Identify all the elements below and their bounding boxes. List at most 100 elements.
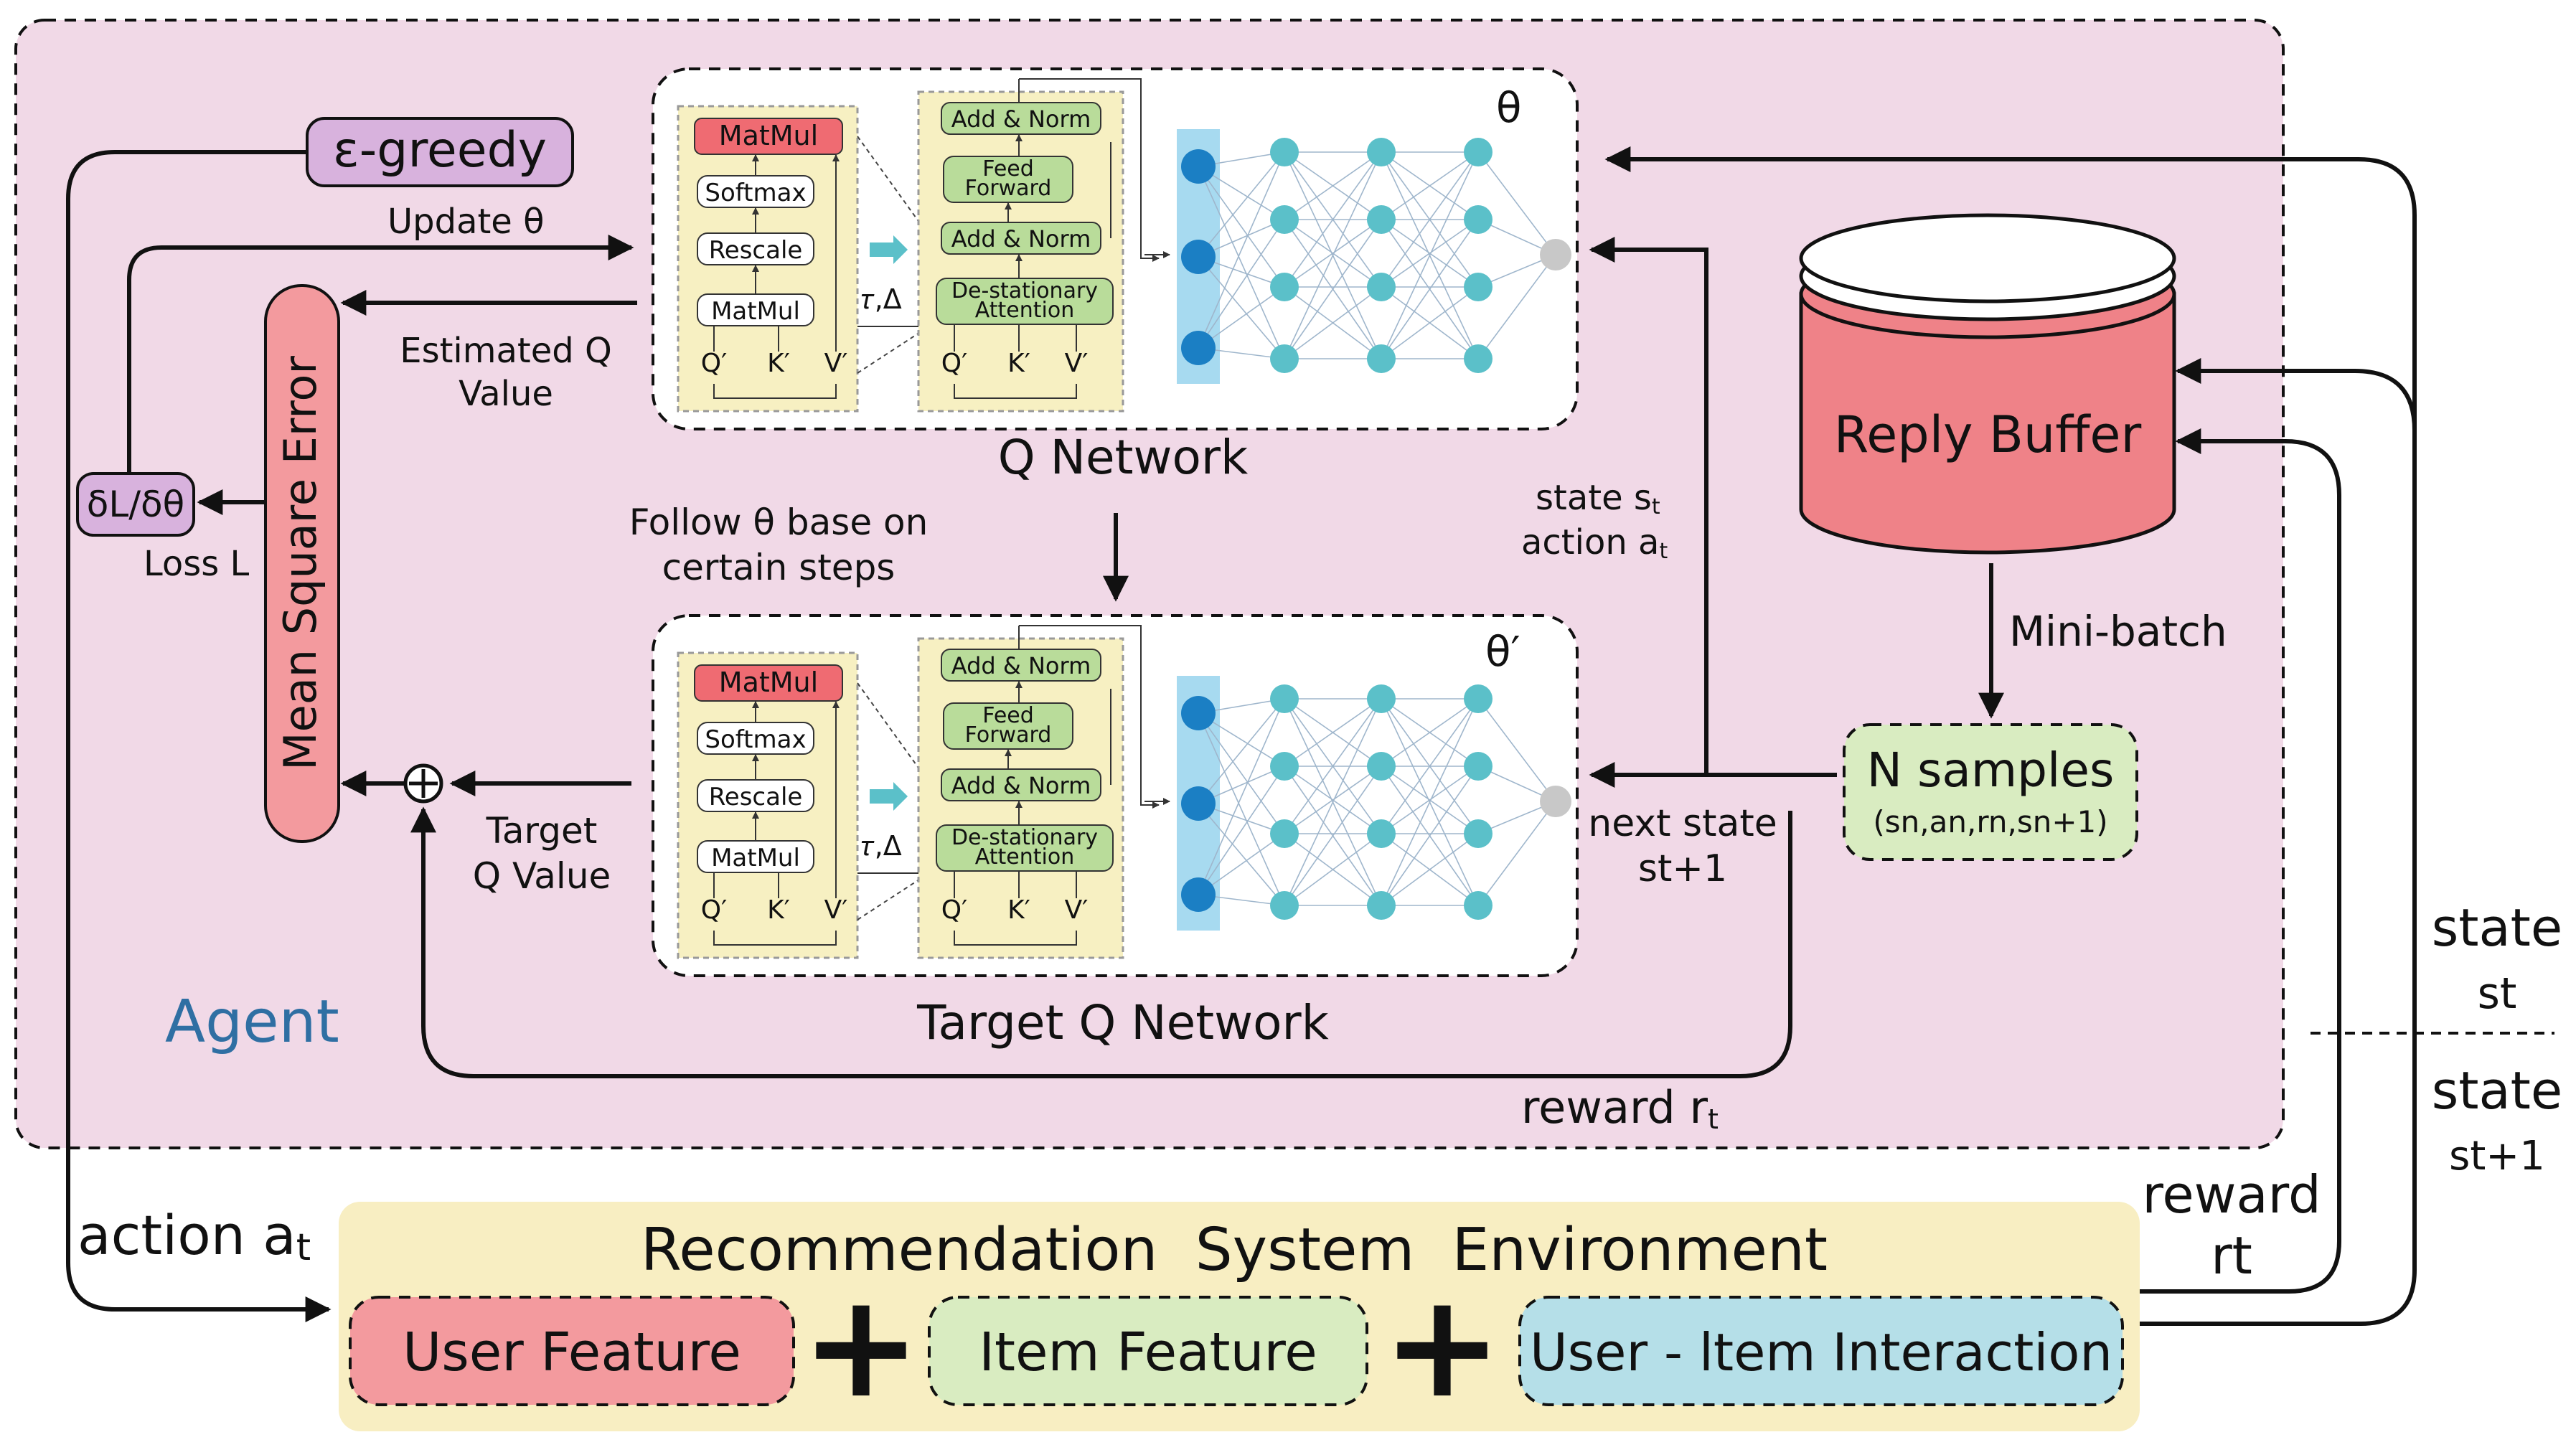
hidden-node xyxy=(1464,752,1493,781)
q-network-internals: MatMul Softmax Rescale MatMul Q′ K′ V′ 𝜏… xyxy=(677,78,1160,413)
target-network-internals xyxy=(678,626,1159,958)
q-value-text: Q Value xyxy=(473,855,611,897)
hidden-node xyxy=(1367,344,1396,373)
hidden-node xyxy=(1270,273,1299,301)
input-node xyxy=(1181,696,1216,730)
hidden-node xyxy=(1464,891,1493,920)
epsilon-greedy-text: ε-greedy xyxy=(333,122,547,179)
interaction-text: User - ltem Interaction xyxy=(1530,1322,2112,1383)
softmax-text: Softmax xyxy=(705,179,806,207)
user-feature-box[interactable] xyxy=(349,1296,795,1406)
state-t-sym: st xyxy=(2478,969,2517,1019)
hidden-node xyxy=(1270,891,1299,920)
user-feature-text: User Feature xyxy=(403,1322,741,1383)
hidden-node xyxy=(1367,205,1396,234)
update-theta-arrow xyxy=(127,235,634,495)
q-prime-r: Q′ xyxy=(941,349,968,378)
update-theta-label: Update θ xyxy=(387,202,544,242)
state-st-label: state st xyxy=(1536,478,1660,519)
interaction-box[interactable] xyxy=(1518,1296,2124,1406)
grad-box xyxy=(76,472,195,537)
plus-1: + xyxy=(801,1263,921,1430)
v-prime-r: V′ xyxy=(1065,349,1089,378)
reward-inner-label: reward rt xyxy=(1521,1081,1719,1135)
add-norm-top: Add & Norm xyxy=(951,105,1091,133)
action-at-label: action at xyxy=(1521,522,1668,564)
target-theta: θ′ xyxy=(1485,627,1520,676)
feed-text: Feed xyxy=(982,156,1034,182)
hidden-node xyxy=(1464,344,1493,373)
v-prime: V′ xyxy=(824,349,848,378)
st1-text: st+1 xyxy=(1638,847,1727,890)
n-samples-title: N samples xyxy=(1867,743,2115,798)
action-arrow xyxy=(66,150,332,1322)
input-node xyxy=(1181,786,1216,821)
hidden-node xyxy=(1270,344,1299,373)
hidden-node xyxy=(1367,891,1396,920)
loss-label: Loss L xyxy=(144,544,250,584)
q-prime: Q′ xyxy=(701,349,728,378)
item-feature-box[interactable] xyxy=(928,1296,1368,1406)
hidden-node xyxy=(1367,138,1396,166)
estimated-q-value-text: Value xyxy=(459,374,553,414)
item-feature-text: Item Feature xyxy=(979,1322,1317,1383)
hidden-node xyxy=(1270,138,1299,166)
mse-text: Mean Square Error xyxy=(274,356,326,771)
hidden-node xyxy=(1464,684,1493,713)
state-to-buffer-arrow xyxy=(2175,358,2417,431)
input-node xyxy=(1181,331,1216,365)
environment-title: Recommendation System Environment xyxy=(641,1216,1828,1284)
reward-loop-arrow xyxy=(410,806,1792,1078)
state-loop-arrow xyxy=(1604,146,2417,1326)
n-samples-tuple: (sn,an,rn,sn+1) xyxy=(1873,804,2107,839)
q-neural-net xyxy=(1144,129,1571,384)
q-network-label: Q Network xyxy=(998,430,1249,485)
grad-text: δL/δθ xyxy=(87,484,184,525)
matmul-bottom-text: MatMul xyxy=(711,297,800,326)
hidden-node xyxy=(1464,138,1493,166)
k-prime: K′ xyxy=(767,349,790,378)
mse-box xyxy=(264,284,340,843)
matmul-top-text: MatMul xyxy=(719,120,818,151)
hidden-node xyxy=(1367,684,1396,713)
reward-t-word: reward xyxy=(2142,1164,2321,1225)
hidden-node xyxy=(1367,752,1396,781)
hidden-node xyxy=(1270,684,1299,713)
attention-text: Attention xyxy=(975,298,1074,323)
state-t1-sym: st+1 xyxy=(2449,1133,2545,1179)
follow-text-1: Follow θ base on xyxy=(629,502,929,543)
next-state-text: next state xyxy=(1588,802,1777,845)
reward-t-sym: rt xyxy=(2211,1225,2252,1286)
input-node xyxy=(1181,240,1216,274)
hidden-node xyxy=(1367,819,1396,848)
state-t-word: state xyxy=(2432,898,2562,958)
add-norm-mid: Add & Norm xyxy=(951,225,1091,253)
follow-text-2: certain steps xyxy=(662,547,896,588)
rescale-text: Rescale xyxy=(709,236,803,265)
forward-text: Forward xyxy=(965,176,1052,201)
input-node xyxy=(1181,877,1216,912)
estimated-q-text: Estimated Q xyxy=(400,331,612,371)
hidden-node xyxy=(1270,752,1299,781)
tau-delta: 𝜏,Δ xyxy=(861,283,902,315)
output-node xyxy=(1540,786,1571,817)
matmul-top-box xyxy=(694,118,843,155)
input-node xyxy=(1181,149,1216,184)
state-action-arrow xyxy=(1589,237,1708,775)
hidden-node xyxy=(1464,819,1493,848)
hidden-node xyxy=(1367,273,1396,301)
hidden-node xyxy=(1270,819,1299,848)
target-network-label: Target Q Network xyxy=(916,995,1329,1050)
mini-batch-text: Mini-batch xyxy=(2009,607,2227,656)
hidden-node xyxy=(1464,205,1493,234)
reward-to-buffer-arrow xyxy=(2140,428,2341,1294)
state-t1-word: state xyxy=(2432,1060,2562,1121)
hidden-node xyxy=(1464,273,1493,301)
n-samples-box xyxy=(1843,723,2138,861)
agent-label: Agent xyxy=(165,988,339,1056)
target-neural-net xyxy=(1144,676,1571,931)
output-node xyxy=(1540,239,1571,270)
q-theta: θ xyxy=(1496,83,1522,132)
reply-buffer-text: Reply Buffer xyxy=(1834,405,2142,464)
